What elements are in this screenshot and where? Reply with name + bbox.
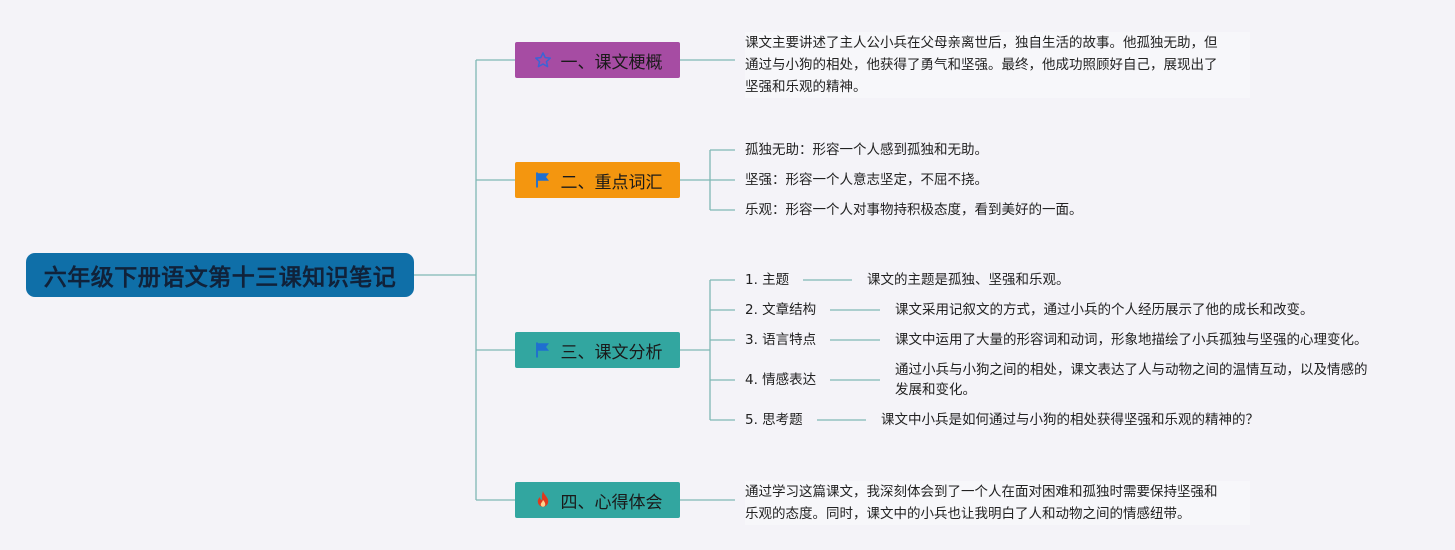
- fire-icon: [533, 490, 553, 510]
- vocab-item: 乐观：形容一个人对事物持积极态度，看到美好的一面。: [745, 202, 1083, 218]
- flag-icon: [533, 340, 553, 360]
- branch-label: 二、重点词汇: [560, 172, 663, 193]
- branch-reflection[interactable]: 四、心得体会: [515, 482, 680, 518]
- branch-summary[interactable]: 一、课文梗概: [515, 42, 680, 78]
- analysis-value: 课文中小兵是如何通过与小狗的相处获得坚强和乐观的精神的？: [881, 412, 1259, 428]
- analysis-key: 3. 语言特点: [745, 332, 817, 348]
- root-node[interactable]: 六年级下册语文第十三课知识笔记: [26, 253, 414, 297]
- vocab-item: 孤独无助：形容一个人感到孤独和无助。: [745, 142, 988, 158]
- analysis-value: 通过小兵与小狗之间的相处，课文表达了人与动物之间的温情互动，以及情感的 发展和变…: [895, 362, 1368, 398]
- analysis-key: 4. 情感表达: [745, 372, 817, 388]
- analysis-key: 1. 主题: [745, 272, 790, 288]
- vocab-item: 坚强：形容一个人意志坚定，不屈不挠。: [745, 172, 988, 188]
- analysis-value: 课文采用记叙文的方式，通过小兵的个人经历展示了他的成长和改变。: [895, 302, 1314, 318]
- star-icon: [533, 50, 553, 70]
- branch-label: 三、课文分析: [560, 342, 663, 363]
- root-title: 六年级下册语文第十三课知识笔记: [43, 265, 397, 291]
- analysis-value: 课文中运用了大量的形容词和动词，形象地描绘了小兵孤独与坚强的心理变化。: [895, 332, 1368, 348]
- reflection-text: 通过学习这篇课文，我深刻体会到了一个人在面对困难和孤独时需要保持坚强和 乐观的态…: [745, 481, 1250, 525]
- analysis-key: 5. 思考题: [745, 412, 803, 428]
- branch-label: 一、课文梗概: [560, 52, 663, 73]
- analysis-key: 2. 文章结构: [745, 302, 817, 318]
- analysis-value: 课文的主题是孤独、坚强和乐观。: [867, 272, 1070, 288]
- branch-label: 四、心得体会: [560, 492, 663, 513]
- branch-analysis[interactable]: 三、课文分析: [515, 332, 680, 368]
- flag-icon: [533, 170, 553, 190]
- summary-text: 课文主要讲述了主人公小兵在父母亲离世后，独自生活的故事。他孤独无助，但 通过与小…: [745, 32, 1250, 98]
- branch-vocabulary[interactable]: 二、重点词汇: [515, 162, 680, 198]
